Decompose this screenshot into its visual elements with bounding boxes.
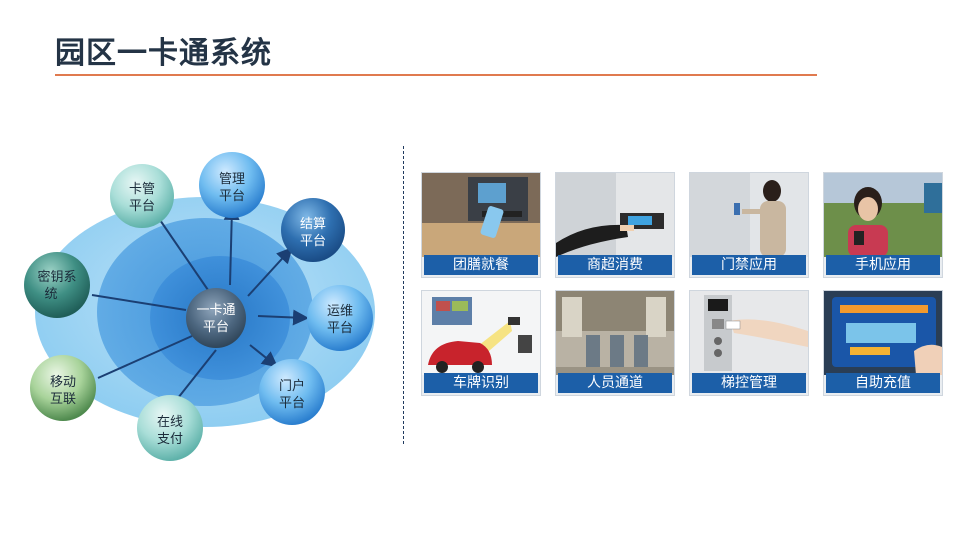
node-mgmt: 管理 平台 [199,152,265,218]
section-divider [403,146,404,444]
center-node: 一卡通 平台 [186,288,246,348]
node-ops: 运维 平台 [307,285,373,351]
node-card-mgmt-line1: 卡管 [129,182,155,197]
spoke-ops [257,309,309,326]
node-card-mgmt-line2: 平台 [129,199,155,214]
node-online-pay: 在线 支付 [137,395,203,461]
page-title: 园区一卡通系统 [55,36,272,71]
node-key-sys-line2: 统 [44,287,57,302]
spoke-card-mgmt [159,219,209,291]
node-key-sys: 密钥系 统 [24,252,90,318]
center-line2: 平台 [203,320,229,335]
node-mgmt-line1: 管理 [219,172,245,187]
tile-caption: 梯控管理 [692,373,806,393]
node-ops-line1: 运维 [327,304,353,319]
self-recharge-photo [824,291,942,375]
mobile-app-photo [824,173,942,257]
node-portal-line1: 门户 [279,378,305,394]
spoke-settle [247,247,293,297]
tile-caption: 人员通道 [558,373,672,393]
tile-plate-recognition: 车牌识别 [421,290,541,396]
spoke-key-sys [91,294,187,311]
title-underline [55,74,817,76]
node-online-pay-line1: 在线 [157,415,183,430]
node-settle-line2: 平台 [300,234,326,249]
spoke-portal [249,344,279,368]
spoke-online-pay [177,349,217,399]
tile-caption: 商超消费 [558,255,672,275]
spoke-mgmt [223,204,240,286]
node-portal: 门户 平台 [259,359,325,425]
elevator-control-photo [690,291,808,375]
tile-canteen: 团膳就餐 [421,172,541,278]
tile-personnel-gate: 人员通道 [555,290,675,396]
tile-self-recharge: 自助充值 [823,290,943,396]
node-settle: 结算 平台 [281,198,345,262]
access-control-photo [690,173,808,257]
tile-supermarket: 商超消费 [555,172,675,278]
node-mobile-line1: 移动 [50,375,76,390]
node-mobile: 移动 互联 [30,355,96,421]
tile-caption: 团膳就餐 [424,255,538,275]
node-online-pay-line2: 支付 [157,432,183,447]
plate-recognition-photo [422,291,540,375]
tile-elevator-control: 梯控管理 [689,290,809,396]
tile-caption: 自助充值 [826,373,940,393]
center-line1: 一卡通 [196,303,235,318]
node-mgmt-line2: 平台 [219,189,245,204]
tile-caption: 车牌识别 [424,373,538,393]
node-mobile-line2: 互联 [50,392,76,407]
tile-mobile-app: 手机应用 [823,172,943,278]
node-key-sys-line1: 密钥系 [37,269,76,285]
supermarket-photo [556,173,674,257]
canteen-photo [422,173,540,257]
node-ops-line2: 平台 [327,321,353,336]
tile-caption: 手机应用 [826,255,940,275]
personnel-gate-photo [556,291,674,375]
spoke-mobile [97,335,193,379]
node-portal-line2: 平台 [279,396,305,411]
tile-access-control: 门禁应用 [689,172,809,278]
node-settle-line1: 结算 [300,217,326,232]
node-card-mgmt: 卡管 平台 [110,164,174,228]
tile-caption: 门禁应用 [692,255,806,275]
